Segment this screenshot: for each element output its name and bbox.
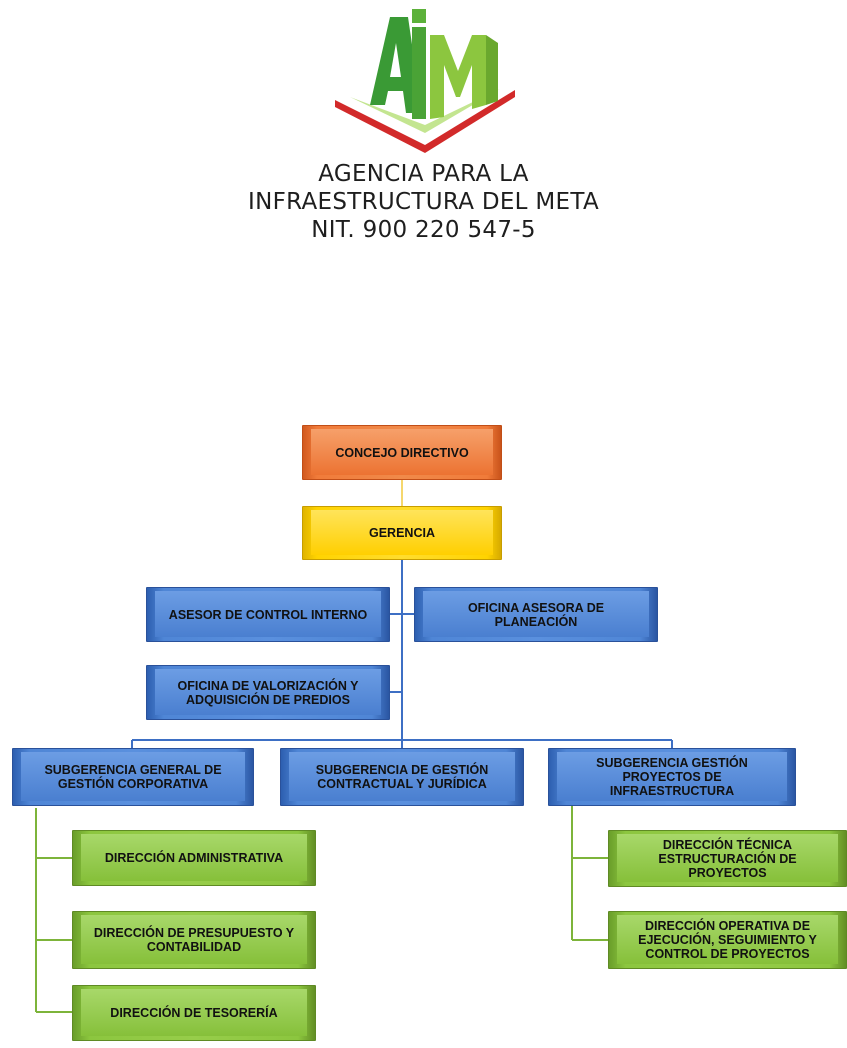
box-asesor-control-interno: ASESOR DE CONTROL INTERNO bbox=[146, 587, 390, 642]
box-subgerencia-contractual: SUBGERENCIA DE GESTIÓN CONTRACTUAL Y JUR… bbox=[280, 748, 524, 806]
box-gerencia: GERENCIA bbox=[302, 506, 502, 560]
box-direccion-presupuesto: DIRECCIÓN DE PRESUPUESTO Y CONTABILIDAD bbox=[72, 911, 316, 969]
box-concejo-directivo: CONCEJO DIRECTIVO bbox=[302, 425, 502, 480]
box-oficina-planeacion: OFICINA ASESORA DE PLANEACIÓN bbox=[414, 587, 658, 642]
box-direccion-tecnica: DIRECCIÓN TÉCNICA ESTRUCTURACIÓN DE PROY… bbox=[608, 830, 847, 887]
box-subgerencia-proyectos: SUBGERENCIA GESTIÓN PROYECTOS DE INFRAES… bbox=[548, 748, 796, 806]
agency-nit: NIT. 900 220 547-5 bbox=[311, 217, 536, 243]
box-direccion-administrativa: DIRECCIÓN ADMINISTRATIVA bbox=[72, 830, 316, 886]
box-subgerencia-corporativa: SUBGERENCIA GENERAL DE GESTIÓN CORPORATI… bbox=[12, 748, 254, 806]
agency-name-line2: INFRAESTRUCTURA DEL META bbox=[248, 189, 599, 215]
agency-name-line1: AGENCIA PARA LA bbox=[318, 161, 529, 187]
box-direccion-tesoreria: DIRECCIÓN DE TESORERÍA bbox=[72, 985, 316, 1041]
box-direccion-operativa: DIRECCIÓN OPERATIVA DE EJECUCIÓN, SEGUIM… bbox=[608, 911, 847, 969]
aim-logo bbox=[335, 9, 515, 153]
box-oficina-valorizacion: OFICINA DE VALORIZACIÓN Y ADQUISICIÓN DE… bbox=[146, 665, 390, 720]
